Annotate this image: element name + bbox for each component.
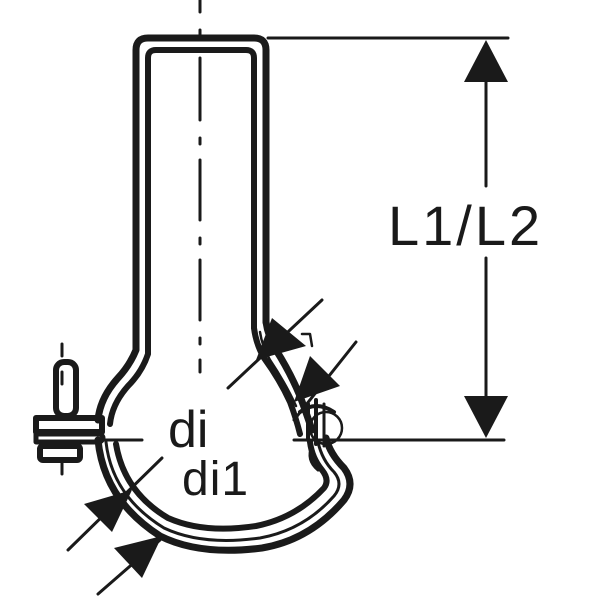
di1-arrow-2-icon [114, 536, 162, 578]
small-tick-mark [300, 332, 314, 348]
left-shoulder-inner [107, 337, 151, 427]
di1-arrow-1-icon [84, 490, 132, 532]
arrow-up-icon [464, 40, 508, 82]
inner-diameter-label: di [168, 401, 209, 459]
left-shoulder-outer [94, 336, 140, 424]
tube-outer-contour [132, 34, 270, 344]
tube-inner-contour [145, 47, 257, 343]
clamp-band-inner [113, 439, 330, 532]
inner-diameter-1-label: di1 [182, 453, 250, 506]
right-shoulder-thin [258, 330, 298, 408]
di-arrow-1-icon [256, 318, 306, 360]
left-bolt-lug [33, 342, 106, 476]
di-arrow-2-icon [294, 356, 340, 402]
clamp-band-outer [94, 434, 354, 554]
arrow-down-icon [464, 396, 508, 438]
clamp-band-middle [104, 440, 341, 542]
length-dimension-label: L1/L2 [388, 194, 544, 257]
